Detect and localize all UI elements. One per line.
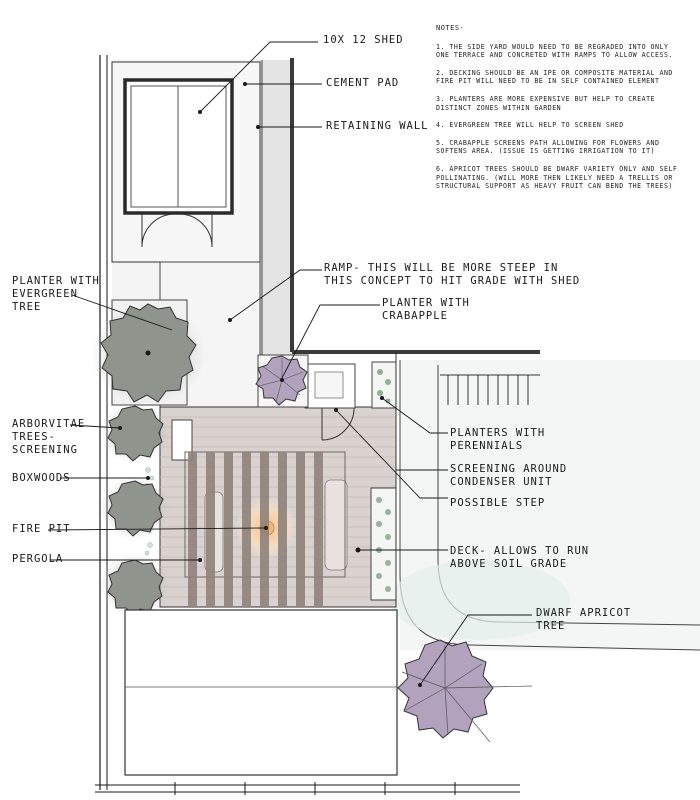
lawn-teal-wash [390,560,570,640]
leader-lines [47,41,532,686]
shed-doors [141,213,213,248]
label-planters-perennials: Planters with perennials [450,427,546,452]
notes-block: Notes- 1. The side yard would need to be… [436,24,686,200]
lower-patio [124,609,398,776]
note-item: 5. Crabapple screens path allowing for f… [436,138,660,156]
label-arborvitae: Arborvitae trees- screening [12,418,86,456]
label-retaining-wall: Retaining Wall [326,120,429,132]
wall-shadow [258,60,292,355]
label-screening-condenser: Screening around condenser unit [450,463,568,488]
label-cement-pad: Cement Pad [326,77,400,89]
planter-perennials-side [370,487,397,601]
label-deck: Deck- allows to run above soil grade [450,545,590,570]
arborvitae-tree-1 [107,405,164,462]
label-planter-crabapple: Planter with crabapple [382,297,470,322]
label-boxwoods: Boxwoods [12,472,71,484]
note-item: 6. Apricot trees should be dwarf variety… [436,164,678,191]
crabapple-spokes [258,358,304,403]
note-item: 2. Decking should be an IPE or composite… [436,68,673,86]
apricot-spokes [401,645,533,743]
stairs [440,374,540,405]
perennials-top [377,369,391,404]
bottom-fence-posts [174,782,456,795]
label-planter-evergreen: Planter with evergreen tree [12,275,100,313]
label-shed: 10x 12 shed [323,34,404,46]
note-item: 3. Planters are more expensive but help … [436,94,656,112]
seat-right [324,479,348,571]
pergola [184,451,346,607]
crabapple-trunk [280,378,284,382]
evergreen-trunk [145,350,151,356]
note-item: 4. Evergreen tree will help to screen sh… [436,121,624,130]
label-fire-pit: Fire Pit [12,523,71,535]
arborvitae-tree-2 [107,480,164,537]
label-apricot: Dwarf apricot tree [536,607,632,632]
notes-title: Notes- [436,24,465,32]
deck-bench [171,419,193,461]
label-pergola: Pergola [12,553,64,565]
note-item: 1. The side yard would need to be regrad… [436,42,673,60]
perennials-side [376,497,391,592]
label-possible-step: Possible step [450,497,546,509]
planter-perennials-top [371,361,397,409]
condenser-unit [314,371,344,399]
deck-door [321,407,355,441]
label-ramp: Ramp- this will be more steep in this co… [324,262,581,287]
